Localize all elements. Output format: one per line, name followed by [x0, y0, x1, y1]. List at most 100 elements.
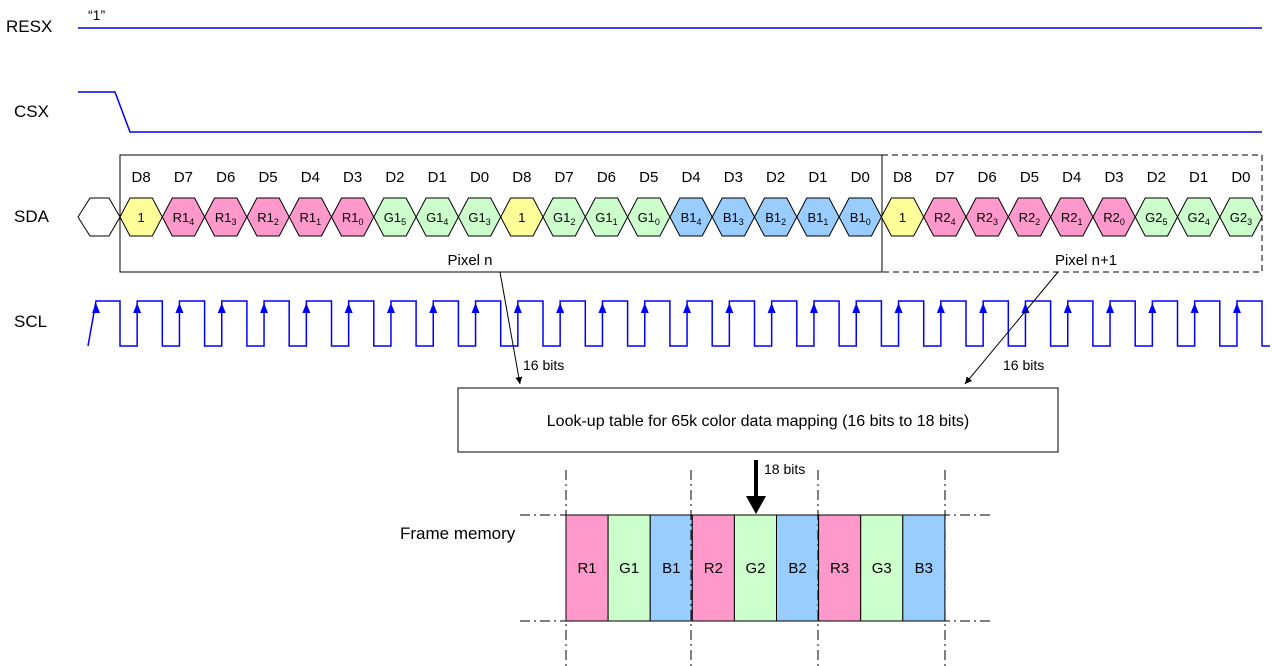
scl-waveform: [87, 300, 1270, 347]
scl-rising-edge-arrow: [767, 303, 776, 313]
sda-bit-text: B13: [723, 210, 744, 227]
sda-bit-text: 1: [899, 210, 906, 225]
sda-bit-text: G13: [468, 210, 490, 227]
pixel-n1-frame: [881, 154, 1263, 273]
scl-rising-edge-arrow: [1148, 303, 1157, 313]
sda-bit-text: R10: [342, 210, 364, 227]
sda-bit-index: D3: [343, 169, 362, 186]
scl-rising-edge-arrow: [1021, 303, 1030, 313]
frame-memory-cell: [733, 514, 778, 622]
sda-bit-text: R11: [300, 210, 322, 227]
scl-rising-edge-arrow: [513, 303, 522, 313]
sda-bit-text: G10: [638, 210, 660, 227]
sda-idle-cell: [77, 197, 121, 237]
frame-memory-cell-label: R1: [577, 560, 596, 577]
sda-bit-index: D8: [132, 169, 151, 186]
sda-bit-text: R13: [215, 210, 237, 227]
sda-bit-text: G25: [1145, 210, 1167, 227]
frame-memory-cell: [607, 514, 651, 622]
scl-rising-edge-arrow: [979, 303, 988, 313]
sda-bit-text: G14: [426, 210, 448, 227]
resx-label: RESX: [6, 17, 52, 36]
scl-rising-edge-arrow: [133, 303, 142, 313]
scl-rising-edge-arrow: [1232, 303, 1241, 313]
pixel-n-label: Pixel n: [447, 252, 492, 269]
sda-bit-text: R20: [1103, 210, 1125, 227]
pixel-n1-to-lut-arrow: [964, 271, 1059, 385]
sda-bit-text: G23: [1230, 210, 1252, 227]
frame-memory-cell: [565, 514, 609, 622]
bits16-right-label: 16 bits: [1003, 357, 1044, 373]
sda-bit-index: D0: [1231, 169, 1250, 186]
sda-bit-text: R23: [976, 210, 998, 227]
pixel-n1-label: Pixel n+1: [1055, 252, 1117, 269]
scl-label: SCL: [14, 312, 47, 331]
sda-bit-text: B11: [807, 210, 828, 227]
scl-rising-edge-arrow: [471, 303, 480, 313]
sda-bit-index: D3: [724, 169, 743, 186]
sda-bit-index: D5: [1020, 169, 1039, 186]
sda-bit-text: G11: [595, 210, 617, 227]
frame-memory-cell-label: G2: [745, 560, 765, 577]
lut-box: [457, 387, 1059, 453]
sda-bit-index: D1: [808, 169, 827, 186]
scl-rising-edge-arrow: [1190, 303, 1199, 313]
scl-rising-edge-arrow: [852, 303, 861, 313]
sda-bit-text: G12: [553, 210, 575, 227]
frame-memory-cell-label: G3: [872, 560, 892, 577]
sda-bit-index: D6: [978, 169, 997, 186]
sda-bit-index: D4: [1062, 169, 1081, 186]
scl-rising-edge-arrow: [260, 303, 269, 313]
scl-rising-edge-arrow: [302, 303, 311, 313]
sda-bit-index: D8: [893, 169, 912, 186]
scl-rising-edge-arrow: [725, 303, 734, 313]
sda-bit-index: D5: [639, 169, 658, 186]
scl-rising-edge-arrow: [598, 303, 607, 313]
scl-rising-edge-arrow: [683, 303, 692, 313]
sda-bit-text: R12: [257, 210, 279, 227]
scl-rising-edge-arrow: [640, 303, 649, 313]
scl-rising-edge-arrow: [1063, 303, 1072, 313]
sda-bit-index: D2: [385, 169, 404, 186]
frame-memory-cell-label: R3: [830, 560, 849, 577]
sda-bit-text: G15: [384, 210, 406, 227]
frame-memory-cell-label: B2: [788, 560, 806, 577]
csx-waveform: [78, 91, 1262, 133]
pixel-n-to-lut-arrow: [499, 271, 523, 385]
frame-memory-cell-label: B1: [662, 560, 680, 577]
frame-memory-cell-label: G1: [619, 560, 639, 577]
scl-rising-edge-arrow: [92, 303, 100, 313]
scl-rising-edge-arrow: [1106, 303, 1115, 313]
scl-rising-edge-arrow: [809, 303, 818, 313]
sda-bit-index: D4: [301, 169, 320, 186]
sda-bit-text: B12: [765, 210, 786, 227]
scl-rising-edge-arrow: [217, 303, 226, 313]
scl-rising-edge-arrow: [386, 303, 395, 313]
scl-rising-edge-arrow: [429, 303, 438, 313]
sda-bit-text: R14: [173, 210, 195, 227]
sda-bit-text: 1: [518, 210, 525, 225]
sda-bit-index: D6: [597, 169, 616, 186]
sda-bit-index: D3: [1104, 169, 1123, 186]
sda-bit-index: D0: [470, 169, 489, 186]
csx-label: CSX: [14, 102, 49, 121]
sda-bit-index: D1: [1189, 169, 1208, 186]
sda-bit-index: D4: [681, 169, 700, 186]
sda-bit-index: D7: [935, 169, 954, 186]
sda-bit-text: R24: [934, 210, 956, 227]
sda-bit-cell: [1219, 197, 1263, 237]
frame-memory-label: Frame memory: [400, 524, 516, 543]
sda-bit-text: R22: [1019, 210, 1041, 227]
frame-memory-cell-label: R2: [704, 560, 723, 577]
sda-bit-index: D6: [216, 169, 235, 186]
sda-bit-index: D1: [428, 169, 447, 186]
sda-bit-index: D2: [766, 169, 785, 186]
sda-bit-index: D8: [512, 169, 531, 186]
scl-rising-edge-arrow: [556, 303, 565, 313]
sda-bit-index: D7: [555, 169, 574, 186]
sda-bit-index: D2: [1147, 169, 1166, 186]
